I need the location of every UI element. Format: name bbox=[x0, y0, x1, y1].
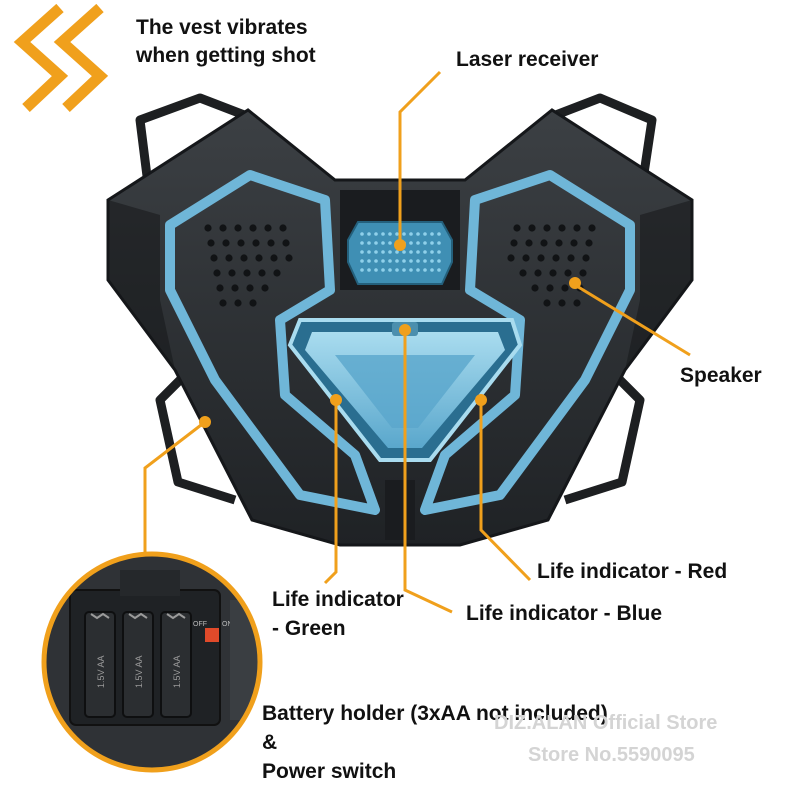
battery-cell-label: 1.5V AA bbox=[134, 655, 144, 688]
leader-dots bbox=[199, 239, 581, 428]
vibration-icon bbox=[13, 3, 109, 113]
battery-cell-slot: 1.5V AA bbox=[122, 611, 154, 718]
life-indicator-green-label-line2: - Green bbox=[272, 617, 346, 640]
battery-inset: 1.5V AA 1.5V AA 1.5V AA OFF ON bbox=[41, 551, 263, 773]
battery-cell-label: 1.5V AA bbox=[172, 655, 182, 688]
battery-label-line1: Battery holder (3xAA not included) bbox=[262, 702, 608, 725]
watermark-line1: DIZ.ALAN Official Store bbox=[494, 712, 718, 734]
life-indicator-blue-label: Life indicator - Blue bbox=[466, 602, 663, 625]
speaker-grille-left bbox=[204, 224, 293, 307]
laser-receiver-label: Laser receiver bbox=[456, 48, 599, 71]
battery-label-line3: Power switch bbox=[262, 760, 397, 783]
battery-cell-slot: 1.5V AA bbox=[84, 611, 116, 718]
watermark-line2: Store No.5590095 bbox=[528, 744, 695, 766]
life-indicator-red-label: Life indicator - Red bbox=[537, 560, 728, 583]
vibration-label-line2: when getting shot bbox=[136, 44, 316, 67]
power-switch-off-label: OFF bbox=[193, 621, 207, 628]
battery-cell-label: 1.5V AA bbox=[96, 655, 106, 688]
vest-straps bbox=[135, 93, 657, 505]
speaker-grille-right bbox=[507, 224, 596, 307]
life-indicator-green-label-line1: Life indicator bbox=[272, 588, 404, 611]
battery-label-line2: & bbox=[262, 731, 278, 754]
vibration-label-line1: The vest vibrates bbox=[136, 16, 308, 39]
battery-cell-slot: 1.5V AA bbox=[160, 611, 192, 718]
leader-lines bbox=[143, 70, 691, 614]
speaker-label: Speaker bbox=[680, 364, 762, 387]
power-switch-on-label: ON bbox=[222, 621, 233, 628]
